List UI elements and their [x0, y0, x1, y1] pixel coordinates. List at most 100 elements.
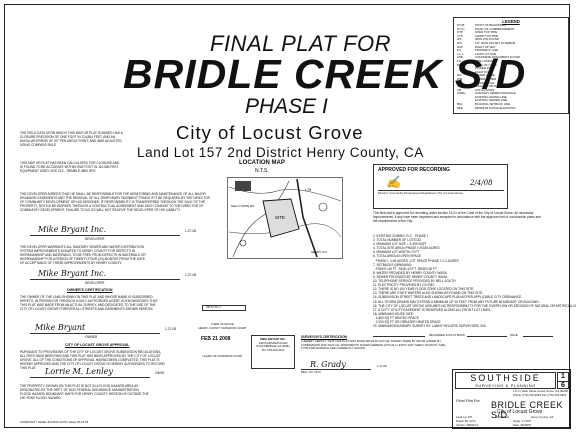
approved-heading: APPROVED FOR RECORDING [378, 167, 450, 173]
map-label-road: KELLYTOWN RD [231, 204, 255, 208]
legend-abbr: CMF [457, 55, 464, 60]
developer-signature: Mike Bryant Inc. [38, 225, 107, 234]
tb-city: City of Locust Grove [497, 409, 543, 415]
owner-signature: Mike Bryant [35, 323, 86, 332]
legend-text: BACK OF CURB [475, 62, 497, 67]
note-item: 9. SEWER PROVIDED BY HENRY COUNTY W&SA [373, 274, 448, 279]
note-item: 18. MINIMUM HOUSE SIZE: [373, 311, 414, 316]
field-data-note: THE FIELD DATA UPON WHICH THIS MAP OR PL… [20, 131, 123, 148]
owners-certification-heading: OWNER'S CERTIFICATION [67, 288, 113, 292]
note-item: 5. MINIMUM LOT WIDTH=70 FT [373, 250, 420, 255]
warrants-note: THE DEVELOPER WARRANTS ALL SANITARY SEWE… [20, 245, 146, 266]
tb-drawn: Drawn By: RYS [456, 419, 476, 423]
sheet-total: 6 [558, 381, 568, 390]
legend-text: LIGHT POLE [475, 69, 492, 74]
filed-in-office: FILED IN OFFICE [211, 322, 234, 326]
legend-item: IPF IRON PIN FOUND [454, 38, 568, 42]
legend-item: EXISTING SEWER LINE [454, 99, 568, 103]
tb-subdivision-name: BRIDLE CREEK S/D [491, 400, 564, 420]
plat-book-box: PB 47 PG 1 [202, 305, 246, 311]
legend-text: 1/2" IRON PIN SET W/ REBAR [475, 40, 516, 45]
flood-note: THE PROPERTY SHOWN ON THIS PLAT IS NOT I… [20, 384, 149, 401]
map-label-county: HENRY CO. [311, 250, 328, 254]
legend-abbr: CB [457, 87, 462, 92]
legend-abbr: JB [457, 84, 461, 89]
developer-label-2: DEVELOPER [85, 281, 105, 285]
note-item: 15. ALL STORM DRAINS MAY EXTEND A MINIMU… [373, 299, 540, 304]
developer-signature-2: Mike Bryant Inc. [38, 269, 107, 278]
developer-date: 1-27-08 [185, 229, 196, 233]
approved-date: 2/4/08 [470, 179, 493, 187]
city-approval-text: PURSUANT TO PROVISIONS OF THE CITY OF LO… [20, 350, 165, 371]
legend-abbr: IPF [457, 37, 462, 42]
legend-text: SANITARY SEWER MANHOLE [475, 91, 516, 96]
owner-label: OWNER [85, 335, 98, 339]
legend-text: POINT OF BEGINNING [475, 23, 506, 27]
developer-signature-line [30, 235, 180, 236]
legend-text: BUILDING SETBACK LINE [475, 102, 511, 107]
legend-item: L.L.L.LAND LOT LINE [454, 52, 568, 57]
approved-body: This final plat is approved for recordin… [373, 211, 541, 224]
company-sub: SURVEYING & PLANNING [475, 383, 536, 388]
legend-text: POWER POLE [475, 66, 495, 71]
map-label-highway: I-75 [305, 188, 311, 192]
note-item: 10. TELEPHONE SERVICE PROVIDED BY BELL S… [373, 279, 456, 284]
filed-county: HENRY COUNTY SUPERIOR COURT [198, 326, 247, 330]
note-item: 14. SUBDIVISION STREET TREES AND LANDSCA… [373, 295, 523, 300]
note-item: 3. MINIMUM LOT SIZE = 3,499 SQFT [373, 242, 427, 247]
owner-info-box: MIKE BRYANT INC. 1403 FAIRVIEW ROAD STOC… [251, 335, 295, 369]
surveyor-company-box: SOUTHSIDE SURVEYING & PLANNING [455, 372, 556, 389]
legend-item: CMF CONCRETE MONUMENT FOUND [454, 56, 568, 60]
calculated-note: THIS MAP OR PLAT HAS BEEN CALCULATED FOR… [20, 161, 120, 174]
legend-abbr: P/L [457, 48, 462, 53]
location-map-title: LOCATION MAP [239, 160, 285, 166]
owner-signature-line [30, 333, 160, 334]
legend-text: CONCRETE MONUMENT FOUND [475, 55, 521, 60]
tb-scale: Scale: 1"=100' [513, 419, 531, 423]
owner-address: 1403 FAIRVIEW ROAD STOCKBRIDGE GA 30281 … [256, 340, 290, 352]
note-item: 17. A 10 FT. UTILITY EASEMENT IS RESERVE… [373, 307, 492, 312]
developer-date-2: 1-27-08 [185, 273, 196, 277]
note-item: 6. TOTAL AREA IN OPEN SPACE [373, 254, 422, 259]
legend-text: POWER POLE [475, 80, 495, 85]
note-item: 8. WATER PROVIDED BY HENRY COUNTY W&SA [373, 270, 447, 275]
surveyor-signature: R. Grady [310, 360, 346, 369]
owner-company: MIKE BRYANT INC. [260, 337, 286, 341]
legend-abbr: WM [457, 76, 463, 81]
legend-abbr: MFE [457, 105, 464, 110]
note-item: PHASE I: 4.06 ACRES LOT SPACE PHASE I: 2… [373, 258, 459, 263]
recorded-label: RECORDED IN PLAT BOOK [429, 333, 465, 337]
company-address: 171 N. Main Street Locust Grove, GA 3024… [513, 389, 568, 393]
legend-heading: LEGEND [502, 19, 520, 24]
legend-item: P.O.C.POINT OF COMMENCEMENT [454, 26, 568, 32]
city-approval-heading: CITY OF LOCUST GROVE APPROVAL [65, 343, 130, 347]
legend-text: POINT OF COMMENCEMENT [475, 26, 515, 31]
map-label-site: SITE [275, 215, 285, 220]
tb-job: Job No: 250041-F [456, 423, 479, 427]
note-item: 11. ELECTRICITY PROVIDED BY CS EMC [373, 283, 435, 288]
legend-abbr: P.O.B. [457, 23, 466, 27]
mayor-signature: Lorrie M. Lenley [45, 367, 113, 376]
surveyor-line [301, 369, 371, 370]
title-subdivision: BRIDLE CREEK S/D [123, 51, 527, 97]
legend-text: IRON PIN FOUND [475, 37, 499, 42]
developer-label: DEVELOPER [85, 237, 105, 241]
approved-for-recording-box: APPROVED FOR RECORDING ✍ 2/4/08 Director… [373, 164, 508, 209]
developer-agrees-note: THE DEVELOPER AGREES THAT HE SHALL BE RE… [20, 192, 210, 213]
note-item: 13. THERE ARE STATE WATERS ALSO SHOWN AS… [373, 291, 484, 296]
legend-text: WATER METER [475, 76, 497, 81]
legend-text: JUNCTION BOX [475, 84, 497, 89]
legend-abbr: IPS [457, 40, 462, 45]
legend-item: P.O.B. POINT OF BEGINNING [454, 23, 568, 28]
legend-item: WM WATER METER [454, 76, 568, 82]
